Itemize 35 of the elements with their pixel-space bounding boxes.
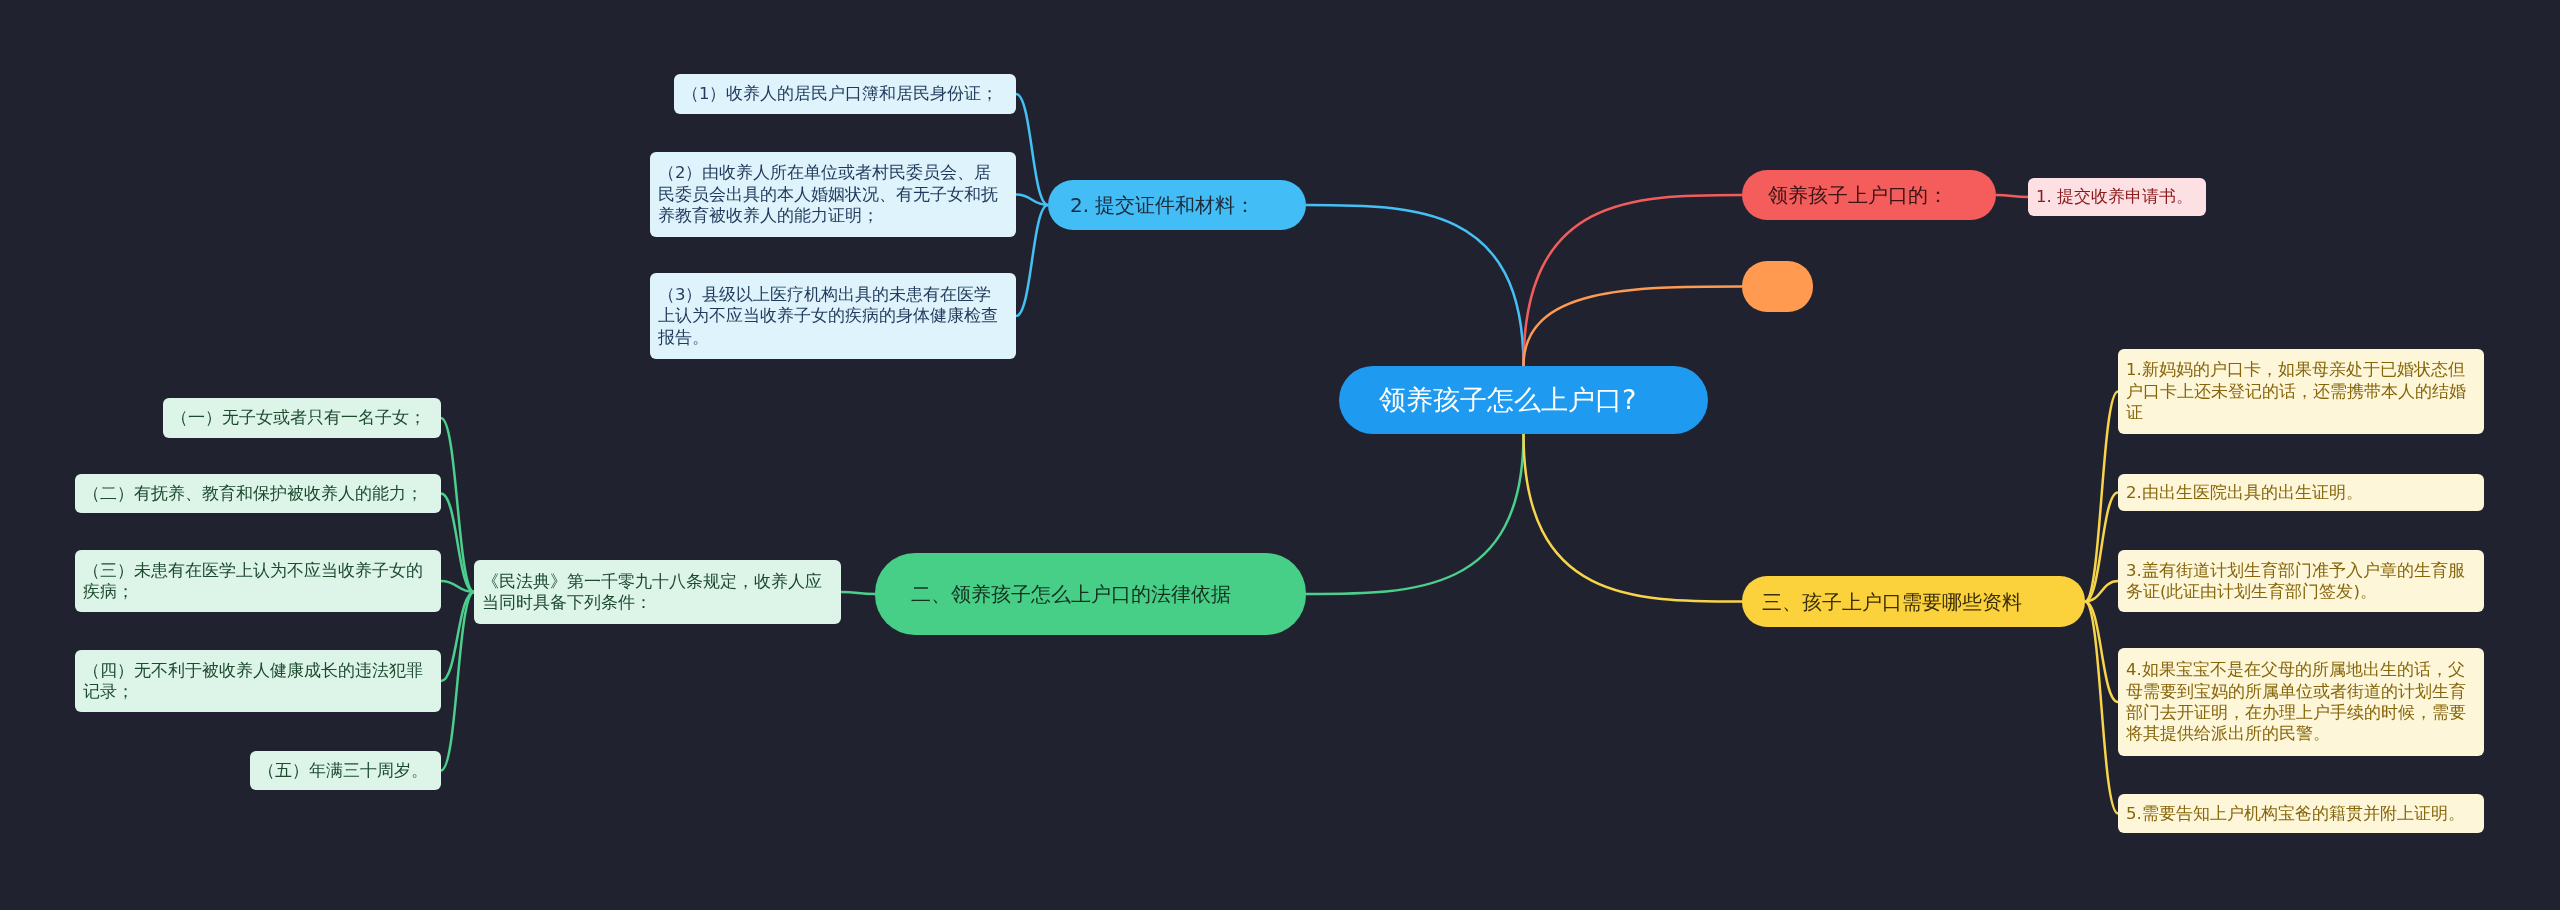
note-card: （三）未患有在医学上认为不应当收养子女的疾病； bbox=[75, 550, 441, 612]
connector-line bbox=[2084, 390, 2119, 603]
empty-pill bbox=[1742, 261, 1813, 312]
note-card: （3）县级以上医疗机构出具的未患有在医学上认为不应当收养子女的疾病的身体健康检查报告。 bbox=[650, 273, 1016, 359]
note-card: 1.新妈妈的户口卡，如果母亲处于已婚状态但户口卡上还未登记的话，还需携带本人的结婚证 bbox=[2118, 349, 2484, 434]
connector-line bbox=[440, 591, 475, 772]
topic-pill: 2. 提交证件和材料： bbox=[1048, 180, 1306, 230]
topic-pill: 领养孩子上户口的： bbox=[1742, 170, 1996, 220]
central-topic: 领养孩子怎么上户口? bbox=[1339, 366, 1708, 434]
note-card: （二）有抚养、教育和保护被收养人的能力； bbox=[75, 474, 441, 513]
connector-line bbox=[440, 417, 475, 593]
connector-line bbox=[2084, 600, 2119, 815]
connector-line bbox=[1015, 193, 1049, 207]
connector-line bbox=[841, 590, 875, 596]
connector-line bbox=[1996, 193, 2028, 199]
connector-line bbox=[1522, 433, 1742, 603]
note-card: 4.如果宝宝不是在父母的所属地出生的话，父母需要到宝妈的所属单位或者街道的计划生育部门去开证明，在办理上户手续的时候，需要将其提供给派出所的民警。 bbox=[2118, 648, 2484, 756]
note-card: 5.需要告知上户机构宝爸的籍贯并附上证明。 bbox=[2118, 794, 2484, 833]
note-card: （1）收养人的居民户口簿和居民身份证； bbox=[674, 74, 1016, 114]
note-card: 1. 提交收养申请书。 bbox=[2028, 178, 2206, 216]
connector-line bbox=[440, 590, 475, 683]
connector-line bbox=[1015, 203, 1049, 318]
connector-line bbox=[1522, 285, 1742, 367]
note-card: （五）年满三十周岁。 bbox=[250, 751, 441, 790]
connector-line bbox=[2084, 600, 2119, 704]
topic-pill: 二、领养孩子怎么上户口的法律依据 bbox=[875, 553, 1306, 635]
topic-pill: 三、孩子上户口需要哪些资料 bbox=[1742, 576, 2085, 627]
note-card: 《民法典》第一千零九十八条规定，收养人应当同时具备下列条件： bbox=[474, 560, 841, 624]
note-card: 3.盖有街道计划生育部门准予入户章的生育服务证(此证由计划生育部门签发)。 bbox=[2118, 550, 2484, 612]
note-card: （一）无子女或者只有一名子女； bbox=[163, 398, 441, 438]
note-card: （2）由收养人所在单位或者村民委员会、居民委员会出具的本人婚姻状况、有无子女和抚养教育被收养人的能力证明； bbox=[650, 152, 1016, 237]
note-card: 2.由出生医院出具的出生证明。 bbox=[2118, 474, 2484, 511]
note-card: （四）无不利于被收养人健康成长的违法犯罪记录； bbox=[75, 650, 441, 712]
connector-line bbox=[1015, 92, 1049, 207]
connector-line bbox=[2084, 491, 2119, 603]
